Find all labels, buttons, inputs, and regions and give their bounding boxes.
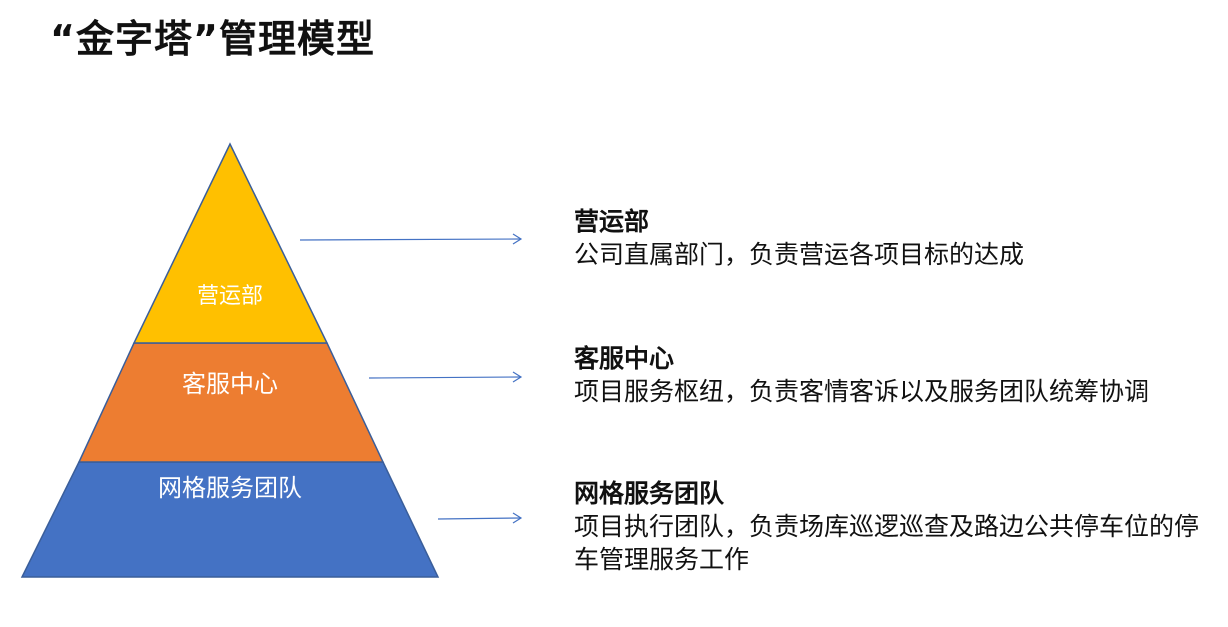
pyramid-tier-top bbox=[132, 142, 329, 344]
description-operations: 营运部 公司直属部门，负责营运各项目标的达成 bbox=[574, 205, 1024, 271]
arrow-to-grid-team bbox=[437, 512, 523, 524]
pyramid-tier-bottom-label: 网格服务团队 bbox=[158, 474, 302, 502]
description-body: 项目执行团队，负责场库巡逻巡查及路边公共停车位的停车管理服务工作 bbox=[574, 512, 1200, 574]
arrow-to-operations bbox=[299, 233, 523, 245]
pyramid-tier-middle bbox=[77, 342, 385, 463]
description-service-center: 客服中心 项目服务枢纽，负责客情客诉以及服务团队统筹协调 bbox=[574, 342, 1149, 408]
pyramid-tier-top-label: 营运部 bbox=[197, 284, 263, 309]
page-title: “金字塔”管理模型 bbox=[50, 17, 375, 61]
arrow-to-service-center bbox=[368, 371, 523, 383]
pyramid-tier-middle-label: 客服中心 bbox=[182, 370, 278, 398]
description-grid-team: 网格服务团队 项目执行团队，负责场库巡逻巡查及路边公共停车位的停车管理服务工作 bbox=[574, 477, 1204, 576]
description-body: 项目服务枢纽，负责客情客诉以及服务团队统筹协调 bbox=[574, 377, 1150, 406]
description-body: 公司直属部门，负责营运各项目标的达成 bbox=[574, 240, 1025, 269]
description-heading: 营运部 bbox=[574, 207, 650, 236]
description-heading: 网格服务团队 bbox=[574, 479, 725, 508]
description-heading: 客服中心 bbox=[574, 344, 675, 373]
